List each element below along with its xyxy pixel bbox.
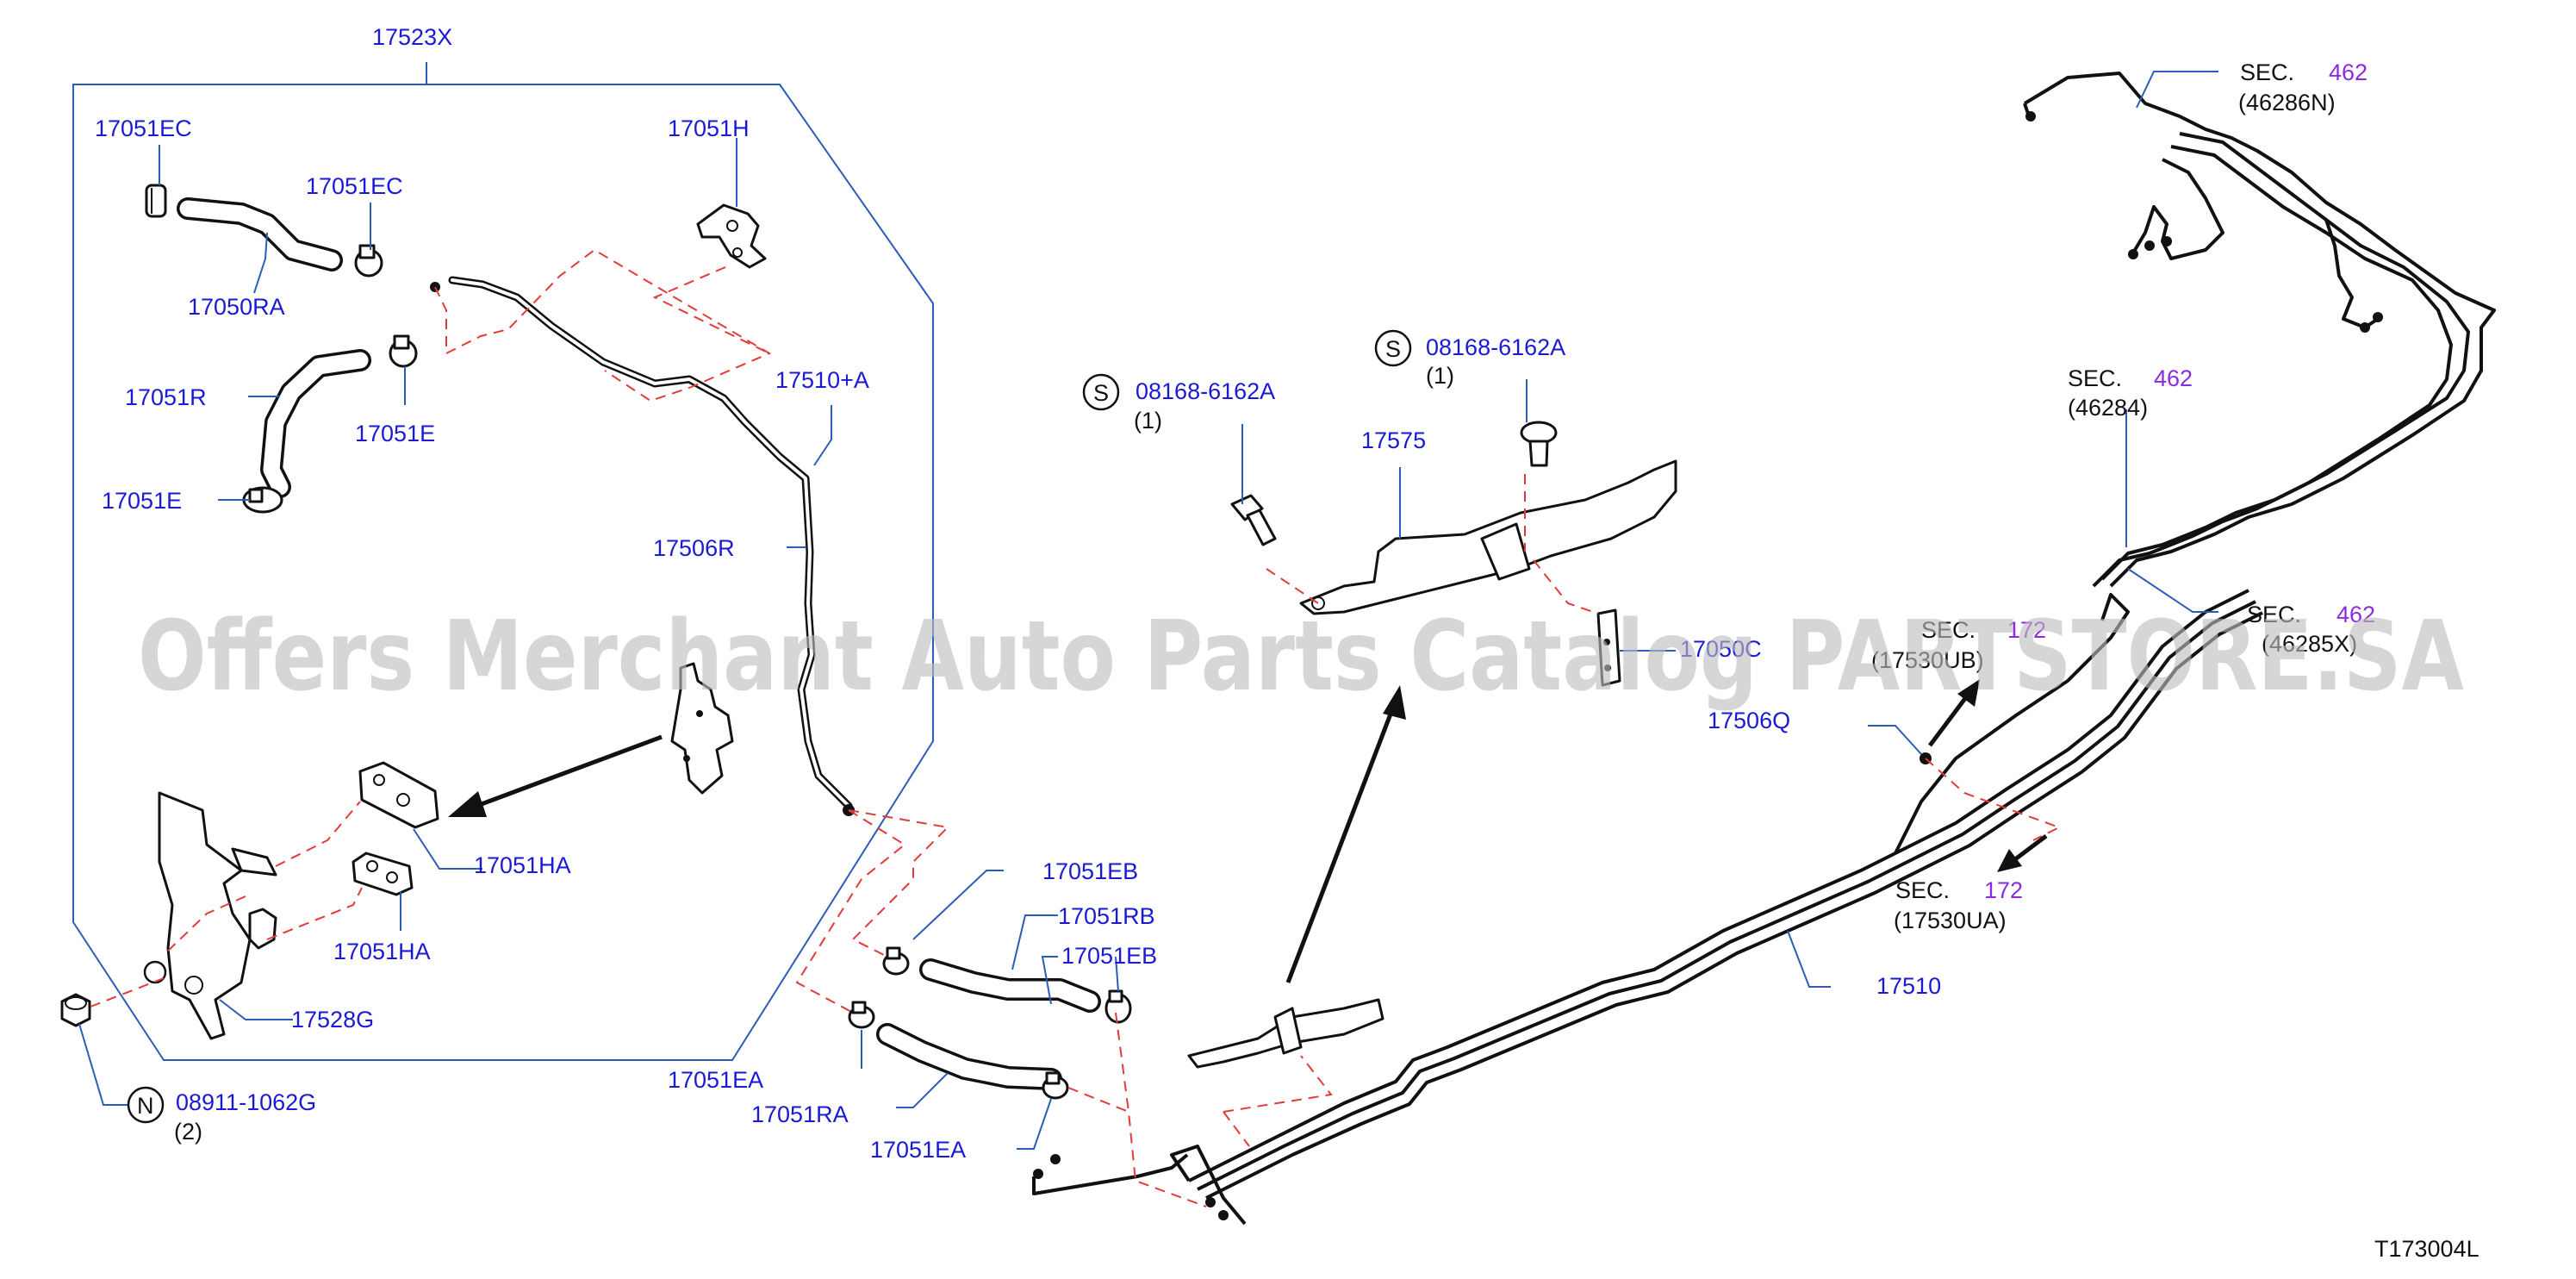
label-17051ec-b: 17051EC — [306, 173, 403, 199]
svg-text:N: N — [137, 1093, 154, 1119]
hose-17051ra-drawing — [876, 1023, 1062, 1090]
qty-08168-6162a-b: (1) — [1426, 363, 1454, 389]
label-17051ha-b: 17051HA — [333, 939, 431, 964]
section-references: SEC. 462 (46286N) SEC. 462 (46284) SEC. … — [1871, 59, 2375, 933]
phantom-lines — [90, 248, 2062, 1207]
hose-17050ra-drawing — [177, 197, 343, 271]
pipe-17510-drawing — [1032, 589, 2263, 1226]
clip-17051ha-a-drawing — [358, 761, 439, 829]
sec-num-3: 462 — [2336, 602, 2375, 627]
sec-ref-2: (46284) — [2068, 395, 2148, 421]
bolt-08168-6162a-a-drawing — [1230, 494, 1277, 546]
nut-08911-1062g-drawing — [60, 993, 91, 1027]
label-08168-6162a-b: 08168-6162A — [1426, 334, 1565, 360]
sec-prefix-4: SEC. — [1921, 617, 1976, 643]
arrow-to-protector — [1285, 685, 1406, 983]
clamp-17051e-a-drawing — [389, 334, 418, 368]
label-08168-6162a-a: 08168-6162A — [1136, 378, 1275, 404]
sec-num-1: 462 — [2329, 59, 2368, 85]
clamp-17051ec-a-drawing — [145, 184, 167, 218]
label-17051r: 17051R — [125, 384, 207, 410]
badge-s-b: S — [1374, 329, 1412, 367]
label-17523x: 17523X — [372, 24, 452, 50]
badge-s-a: S — [1082, 373, 1120, 411]
part-labels: 17523X 17051EC 17051EC 17051H 17050RA 17… — [95, 24, 1941, 1163]
arrow-to-bracket — [448, 734, 663, 817]
diagram-code: T173004L — [2374, 1236, 2480, 1262]
label-17506q: 17506Q — [1708, 708, 1790, 733]
pipe-bracket-detail-drawing — [670, 662, 734, 795]
label-17051ea-b: 17051EA — [870, 1137, 966, 1163]
clamp-17051ec-b-drawing — [354, 244, 383, 278]
clamp-17051e-b-drawing — [242, 486, 283, 514]
label-17051ec-a: 17051EC — [95, 115, 192, 141]
sec-prefix-3: SEC. — [2247, 602, 2301, 627]
qty-08168-6162a-a: (1) — [1134, 408, 1162, 434]
label-17051eb-b: 17051EB — [1061, 943, 1157, 969]
label-08911-1062g: 08911-1062G — [176, 1089, 316, 1115]
sec-prefix-5: SEC. — [1895, 877, 1950, 903]
label-17510: 17510 — [1876, 973, 1941, 999]
arrow-sec-17530ua — [1997, 834, 2048, 872]
label-17510a: 17510+A — [775, 367, 869, 393]
hose-17051r-drawing — [260, 349, 371, 498]
sec-ref-5: (17530UA) — [1894, 908, 2007, 933]
svg-text:S: S — [1385, 336, 1401, 362]
sec-num-2: 462 — [2154, 365, 2193, 391]
sec-prefix-2: SEC. — [2068, 365, 2122, 391]
label-17051ra: 17051RA — [751, 1101, 849, 1127]
sec-num-5: 172 — [1984, 877, 2023, 903]
label-17050c: 17050C — [1680, 636, 1762, 662]
brake-tube-cluster-drawing — [2023, 72, 2496, 588]
watermark-text: Offers Merchant Auto Parts Catalog PARTS… — [138, 601, 2464, 713]
sec-ref-4: (17530UB) — [1871, 647, 1984, 673]
bolt-08168-6162a-b-drawing — [1520, 421, 1558, 467]
sec-num-4: 172 — [2007, 617, 2046, 643]
label-17051e-a: 17051E — [355, 421, 435, 446]
badge-n: N — [127, 1086, 165, 1124]
label-17051rb: 17051RB — [1058, 903, 1155, 929]
label-17051e-b: 17051E — [102, 488, 182, 514]
label-17051ea-a: 17051EA — [668, 1067, 763, 1093]
label-17051h: 17051H — [668, 115, 750, 141]
hose-17051rb-drawing — [919, 958, 1101, 1013]
clip-17051ha-b-drawing — [352, 852, 414, 896]
arrow-sec-17530ub — [1928, 679, 1980, 747]
svg-text:S: S — [1093, 380, 1109, 406]
protector-17575-drawing — [1299, 459, 1677, 615]
sec-prefix-1: SEC. — [2240, 59, 2294, 85]
clamps-lower-middle-drawing — [848, 946, 1132, 1100]
protector-detail-drawing — [1187, 998, 1384, 1069]
pipe-17510a-drawing — [430, 276, 855, 816]
kit-group-outline — [72, 84, 934, 1061]
label-17051ha-a: 17051HA — [474, 852, 571, 878]
leader-lines — [78, 71, 2218, 1150]
label-17575: 17575 — [1361, 427, 1426, 453]
sec-ref-3: (46285X) — [2262, 631, 2357, 657]
qty-08911-1062g: (2) — [174, 1119, 202, 1145]
label-17528g: 17528G — [291, 1007, 374, 1033]
label-17050ra: 17050RA — [188, 294, 285, 320]
clip-17050c-drawing — [1596, 608, 1621, 687]
bracket-17528g-drawing — [143, 791, 277, 1040]
label-17506r: 17506R — [653, 535, 735, 561]
label-17051eb-a: 17051EB — [1042, 858, 1138, 884]
sec-ref-1: (46286N) — [2238, 90, 2336, 115]
clip-17051h-drawing — [696, 203, 767, 269]
